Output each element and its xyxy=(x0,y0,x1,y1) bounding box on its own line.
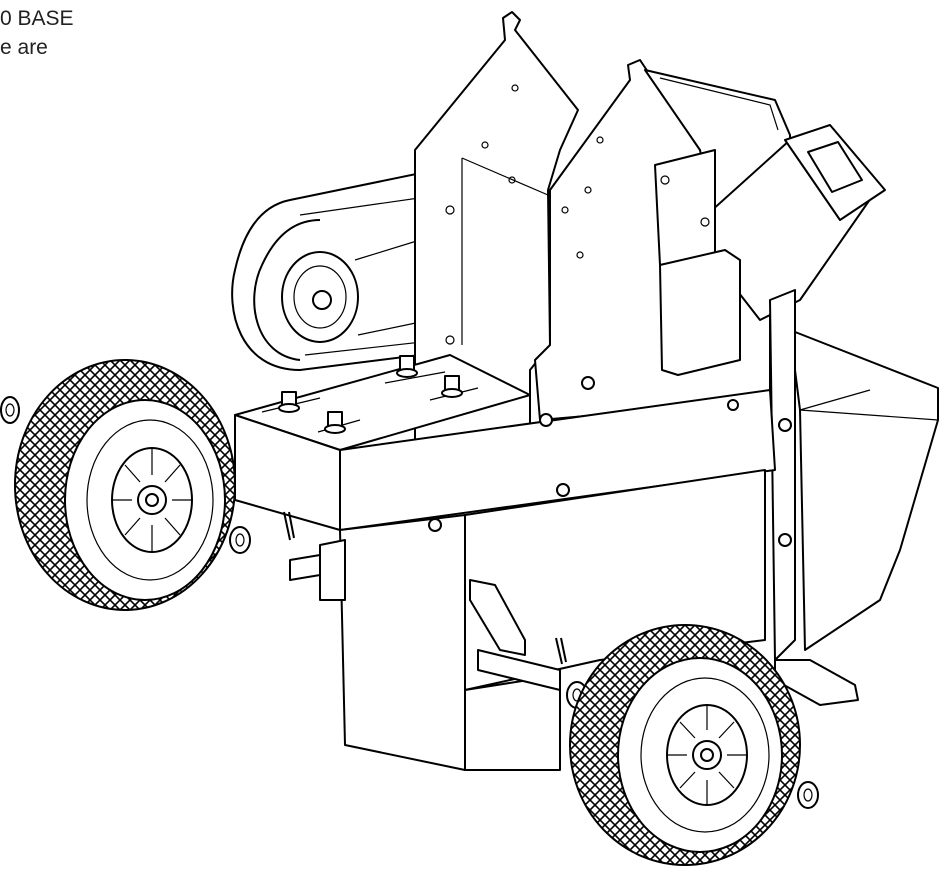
bolt-4 xyxy=(324,411,346,434)
cotter-pins xyxy=(283,511,567,665)
support-leg xyxy=(769,289,859,706)
washer-left xyxy=(0,396,20,424)
right-wheel xyxy=(569,624,801,866)
deck-bolts xyxy=(278,355,739,434)
hopper xyxy=(789,329,939,651)
caption-line-2: e are xyxy=(0,36,48,59)
washers xyxy=(0,396,819,809)
washer-mid xyxy=(229,526,251,554)
left-side-plate xyxy=(414,11,579,471)
axle-brackets xyxy=(289,539,561,691)
left-wheel xyxy=(14,359,236,611)
caption-line-1: 0 BASE xyxy=(0,7,74,30)
motor-bracket xyxy=(654,149,741,376)
bolt-1 xyxy=(278,391,300,413)
washer-right xyxy=(797,781,819,809)
pulley xyxy=(281,239,431,343)
bolt-3 xyxy=(441,375,463,398)
bolt-2 xyxy=(396,355,418,378)
